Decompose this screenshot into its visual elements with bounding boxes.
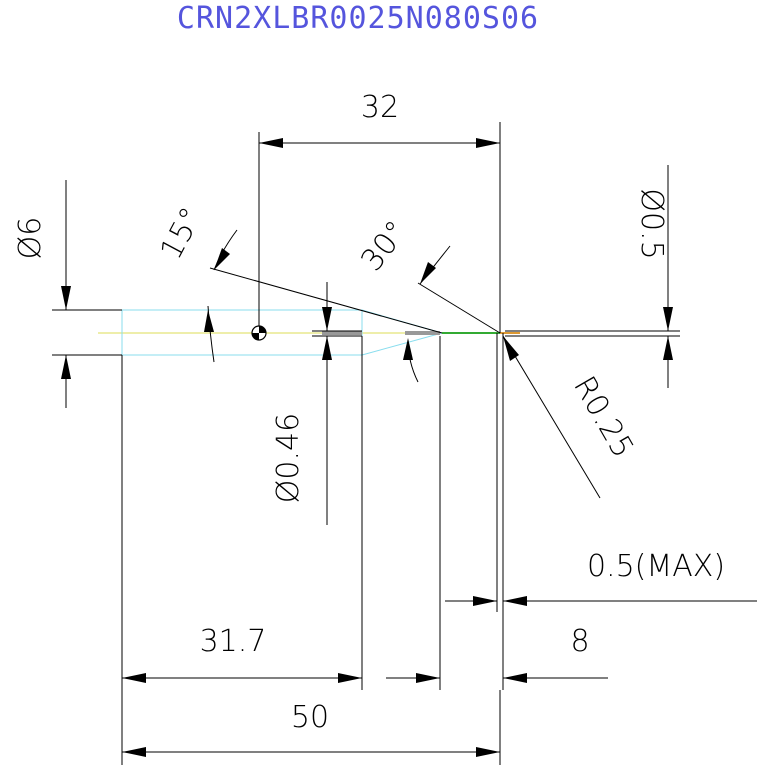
reach-dimension: 32 [258, 90, 501, 333]
tip-diameter-dimension: Ø0.5 [505, 165, 680, 388]
tool-outline [98, 309, 520, 356]
body-length-label: 31.7 [200, 624, 267, 659]
max-offset-label: 0.5(MAX) [587, 549, 725, 584]
tip-angle-label: 30° [354, 214, 414, 277]
taper-angle-label: 15° [154, 202, 210, 265]
neck-diameter-label: Ø0.46 [271, 413, 306, 503]
reach-length-label: 32 [361, 90, 399, 125]
neck-segment [322, 331, 362, 335]
shank-diameter-label: Ø6 [13, 217, 48, 260]
neck-diameter-dimension: Ø0.46 [271, 282, 362, 525]
overall-length-dimension: 50 [122, 690, 501, 765]
center-of-gravity-symbol [251, 325, 267, 341]
corner-radius-label: R0.25 [566, 371, 640, 464]
corner-radius-dimension: R0.25 [502, 335, 640, 499]
cut-length-label: 8 [570, 624, 589, 659]
part-number-title: CRN2XLBR0025N080S06 [177, 1, 539, 36]
shank-diameter-dimension: Ø6 [13, 180, 122, 408]
taper-bottom [361, 332, 443, 356]
body-length-dimension: 31.7 [121, 336, 441, 765]
cut-length-dimension: 8 [386, 624, 608, 683]
max-offset-dimension: 0.5(MAX) [445, 333, 757, 690]
neck-segment-2 [405, 331, 440, 335]
tip-angle-dimension: 30° [354, 214, 501, 383]
tip-diameter-label: Ø0.5 [634, 188, 669, 259]
overall-length-label: 50 [291, 700, 329, 735]
